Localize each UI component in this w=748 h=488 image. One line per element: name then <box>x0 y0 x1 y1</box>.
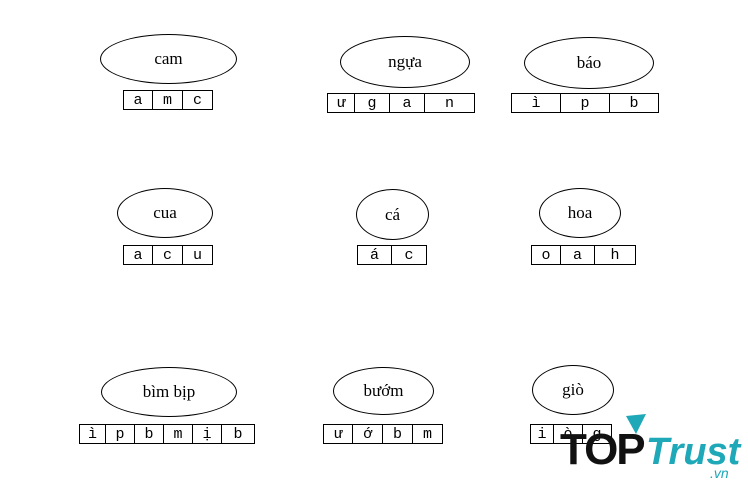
letter-boxes-bao: ì p b <box>511 93 659 113</box>
letter-cell: ì <box>511 93 561 113</box>
letter-cell: m <box>152 90 183 110</box>
letter-cell: ớ <box>352 424 383 444</box>
svg-text:TOP: TOP <box>560 425 644 474</box>
word-oval-buom: bướm <box>333 367 434 415</box>
svg-text:Trust: Trust <box>646 431 742 473</box>
word-oval-gio: giò <box>532 365 614 415</box>
letter-cell: b <box>134 424 164 444</box>
letter-cell: g <box>354 93 390 113</box>
letter-cell: ị <box>192 424 222 444</box>
letter-boxes-hoa: o a h <box>531 245 636 265</box>
letter-cell: c <box>182 90 213 110</box>
letter-cell: g <box>582 424 612 444</box>
letter-cell: á <box>357 245 392 265</box>
letter-cell: b <box>221 424 255 444</box>
letter-cell: o <box>531 245 561 265</box>
word-oval-bao: báo <box>524 37 654 89</box>
letter-cell: p <box>560 93 610 113</box>
letter-cell: p <box>105 424 135 444</box>
letter-cell: n <box>424 93 475 113</box>
letter-cell: i <box>530 424 554 444</box>
toptrust-logo: TOP Trust .vn <box>560 414 742 481</box>
letter-cell: ì <box>79 424 106 444</box>
letter-boxes-gio: i ò g <box>530 424 612 444</box>
word-oval-ngua: ngựa <box>340 36 470 88</box>
letter-cell: c <box>391 245 427 265</box>
letter-boxes-bim-bip: ì p b m ị b <box>79 424 255 444</box>
word-oval-ca: cá <box>356 189 429 240</box>
letter-cell: ư <box>323 424 353 444</box>
letter-cell: m <box>163 424 193 444</box>
letter-boxes-cam: a m c <box>123 90 213 110</box>
letter-cell: b <box>382 424 413 444</box>
letter-cell: a <box>389 93 425 113</box>
letter-cell: ư <box>327 93 355 113</box>
word-oval-cam: cam <box>100 34 237 84</box>
letter-cell: a <box>123 245 153 265</box>
letter-cell: a <box>560 245 595 265</box>
letter-boxes-buom: ư ớ b m <box>323 424 443 444</box>
letter-boxes-ngua: ư g a n <box>327 93 475 113</box>
svg-text:.vn: .vn <box>710 465 729 481</box>
letter-cell: m <box>412 424 443 444</box>
letter-boxes-cua: a c u <box>123 245 213 265</box>
letter-cell: u <box>182 245 213 265</box>
word-oval-hoa: hoa <box>539 188 621 238</box>
word-oval-bim-bip: bìm bịp <box>101 367 237 417</box>
word-oval-cua: cua <box>117 188 213 238</box>
letter-cell: c <box>152 245 183 265</box>
letter-cell: h <box>594 245 636 265</box>
letter-cell: b <box>609 93 659 113</box>
letter-cell: a <box>123 90 153 110</box>
letter-boxes-ca: á c <box>357 245 427 265</box>
